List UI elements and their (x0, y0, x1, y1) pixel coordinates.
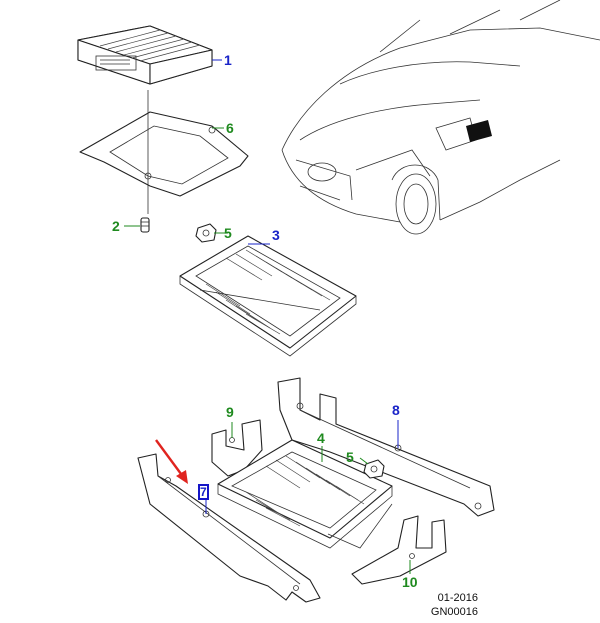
footer-code: GN00016 (430, 606, 478, 618)
callout-6[interactable]: 6 (226, 120, 234, 136)
long-bracket-part (277, 377, 495, 517)
callout-8[interactable]: 8 (392, 402, 400, 418)
screw-part (140, 217, 150, 233)
callout-1[interactable]: 1 (224, 52, 232, 68)
callout-9[interactable]: 9 (226, 404, 234, 420)
tray-lower-part (217, 439, 393, 549)
callout-5-lower[interactable]: 5 (346, 449, 354, 465)
leader-5b (359, 457, 369, 465)
vehicle-location-icon (466, 120, 492, 142)
footer-date: 01-2016 (437, 592, 478, 604)
callout-7-highlight (198, 484, 209, 500)
small-bracket-part (211, 419, 263, 477)
vehicle-illustration (281, 0, 600, 235)
clamp-bracket-part (351, 515, 447, 585)
mounting-bracket-part (79, 90, 249, 214)
callout-5-upper[interactable]: 5 (224, 225, 232, 241)
long-rail-part (137, 453, 321, 603)
callout-2[interactable]: 2 (112, 218, 120, 234)
tray-upper-part (179, 235, 357, 357)
callout-3[interactable]: 3 (272, 227, 280, 243)
callout-10[interactable]: 10 (402, 574, 418, 590)
callout-7[interactable]: 7 (200, 485, 207, 499)
control-module-part (77, 25, 213, 85)
nut-lower-part (363, 459, 385, 479)
pointer-arrow-icon (155, 439, 188, 484)
nut-upper-part (195, 223, 217, 243)
callout-4[interactable]: 4 (317, 430, 325, 446)
